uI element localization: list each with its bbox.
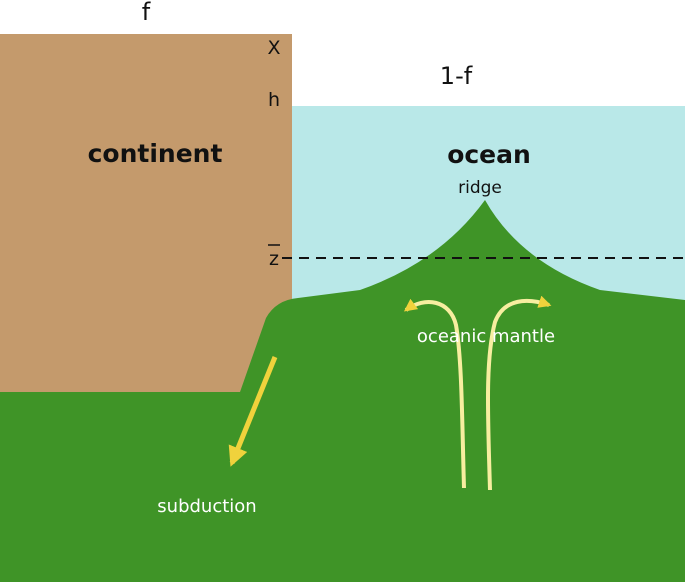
label-z-bar: z (268, 244, 280, 270)
label-continent: continent (88, 139, 223, 168)
label-ocean: ocean (447, 140, 531, 169)
upwelling-stream-right (485, 295, 552, 491)
mantle-region (0, 200, 685, 582)
subduction-arrow (228, 356, 278, 467)
label-oceanic-mantle: oceanic mantle (417, 326, 555, 347)
upwelling-stream-left (403, 298, 466, 489)
label-h: h (268, 89, 280, 111)
continent-block (0, 34, 292, 392)
label-one-minus-f: 1-f (440, 62, 473, 90)
svg-text:z: z (269, 248, 279, 270)
label-f: f (142, 0, 151, 26)
label-subduction: subduction (157, 496, 256, 517)
label-x: X (267, 37, 280, 59)
label-ridge: ridge (458, 178, 502, 198)
